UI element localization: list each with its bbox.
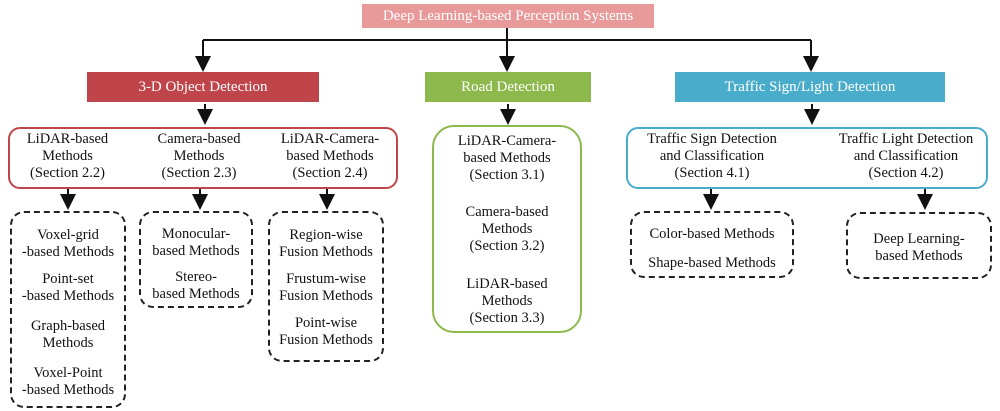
method-line: Deep Learning- [873,231,965,247]
camera-based-methods: Camera-based Methods (Section 2.3) [140,131,258,182]
root-label: Deep Learning-based Perception Systems [382,7,634,24]
camera-based-section: (Section 2.3) [161,165,237,181]
color-based-methods: Color-based Methods [632,226,792,243]
graph-based-methods: Graph-based Methods [12,318,124,352]
lidar-based-line: LiDAR-based [26,131,109,147]
object-detection-header: 3-D Object Detection [87,72,319,102]
traffic-light-line: and Classification [853,148,959,164]
road-detection-header: Road Detection [425,72,591,102]
traffic-light-line: Traffic Light Detection [838,131,974,147]
traffic-sign-section: (Section 4.1) [674,165,750,181]
road-method-section: (Section 3.1) [469,167,545,183]
road-method-line: Methods [481,293,533,309]
traffic-light-detection: Traffic Light Detection and Classificati… [828,131,984,182]
road-method-line: based Methods [463,150,551,166]
shape-based-methods: Shape-based Methods [632,255,792,272]
method-line: Fusion Methods [279,288,373,304]
stereo-methods: Stereo- based Methods [141,269,251,303]
voxel-point-methods: Voxel-Point -based Methods [12,365,124,399]
frustum-wise-methods: Frustum-wise Fusion Methods [270,271,382,305]
road-lidar-methods: LiDAR-based Methods (Section 3.3) [437,276,577,327]
road-lidar-camera-methods: LiDAR-Camera- based Methods (Section 3.1… [437,133,577,184]
method-line: based Methods [875,248,963,264]
method-line: Voxel-grid [37,227,99,243]
object-detection-label: 3-D Object Detection [138,78,268,95]
fusion-methods-box [268,211,384,362]
method-line: Color-based Methods [649,226,775,242]
method-line: Point-wise [294,315,358,331]
method-line: -based Methods [21,382,115,398]
method-line: Point-set [42,271,94,287]
method-line: Fusion Methods [279,244,373,260]
camera-based-line: Methods [173,148,225,164]
method-line: Methods [42,335,94,351]
lidar-methods-box [10,211,126,408]
object-detection-group-box [8,127,398,189]
road-method-line: LiDAR-Camera- [457,133,557,149]
voxel-grid-methods: Voxel-grid -based Methods [12,227,124,261]
traffic-sign-line: Traffic Sign Detection [647,131,777,147]
road-method-section: (Section 3.2) [469,238,545,254]
lidar-camera-line: LiDAR-Camera- [280,131,380,147]
traffic-light-methods-box [846,212,992,279]
lidar-camera-based-methods: LiDAR-Camera- based Methods (Section 2.4… [268,131,392,182]
method-line: based Methods [152,243,240,259]
method-line: -based Methods [21,244,115,260]
road-method-section: (Section 3.3) [469,310,545,326]
road-method-line: Methods [481,221,533,237]
point-set-methods: Point-set -based Methods [12,271,124,305]
method-line: Graph-based [30,318,106,334]
traffic-detection-label: Traffic Sign/Light Detection [724,78,896,95]
road-method-line: LiDAR-based [466,276,548,292]
traffic-detection-group-box [626,127,988,189]
lidar-based-section: (Section 2.2) [30,165,105,181]
method-line: Voxel-Point [33,365,103,381]
road-method-line: Camera-based [465,204,549,220]
traffic-sign-detection: Traffic Sign Detection and Classificatio… [632,131,792,182]
method-line: Frustum-wise [286,271,366,287]
road-detection-group-box [432,125,582,333]
deep-learning-methods: Deep Learning- based Methods [848,231,990,265]
traffic-detection-header: Traffic Sign/Light Detection [675,72,945,102]
lidar-based-methods: LiDAR-based Methods (Section 2.2) [15,131,120,182]
point-wise-methods: Point-wise Fusion Methods [270,315,382,349]
lidar-based-line: Methods [42,148,93,164]
lidar-camera-section: (Section 2.4) [292,165,368,181]
method-line: Stereo- [175,269,217,285]
camera-methods-box [139,211,253,308]
road-detection-label: Road Detection [461,78,555,95]
method-line: Fusion Methods [279,332,373,348]
traffic-sign-line: and Classification [659,148,765,164]
traffic-sign-methods-box [630,211,794,278]
method-line: Region-wise [289,227,363,243]
road-camera-methods: Camera-based Methods (Section 3.2) [437,204,577,255]
method-line: Monocular- [161,226,231,242]
lidar-camera-line: based Methods [286,148,374,164]
region-wise-methods: Region-wise Fusion Methods [270,227,382,261]
method-line: based Methods [152,286,240,302]
root-node: Deep Learning-based Perception Systems [362,4,654,28]
method-line: Shape-based Methods [648,255,776,271]
traffic-light-section: (Section 4.2) [868,165,944,181]
method-line: -based Methods [21,288,115,304]
monocular-methods: Monocular- based Methods [141,226,251,260]
camera-based-line: Camera-based [157,131,241,147]
